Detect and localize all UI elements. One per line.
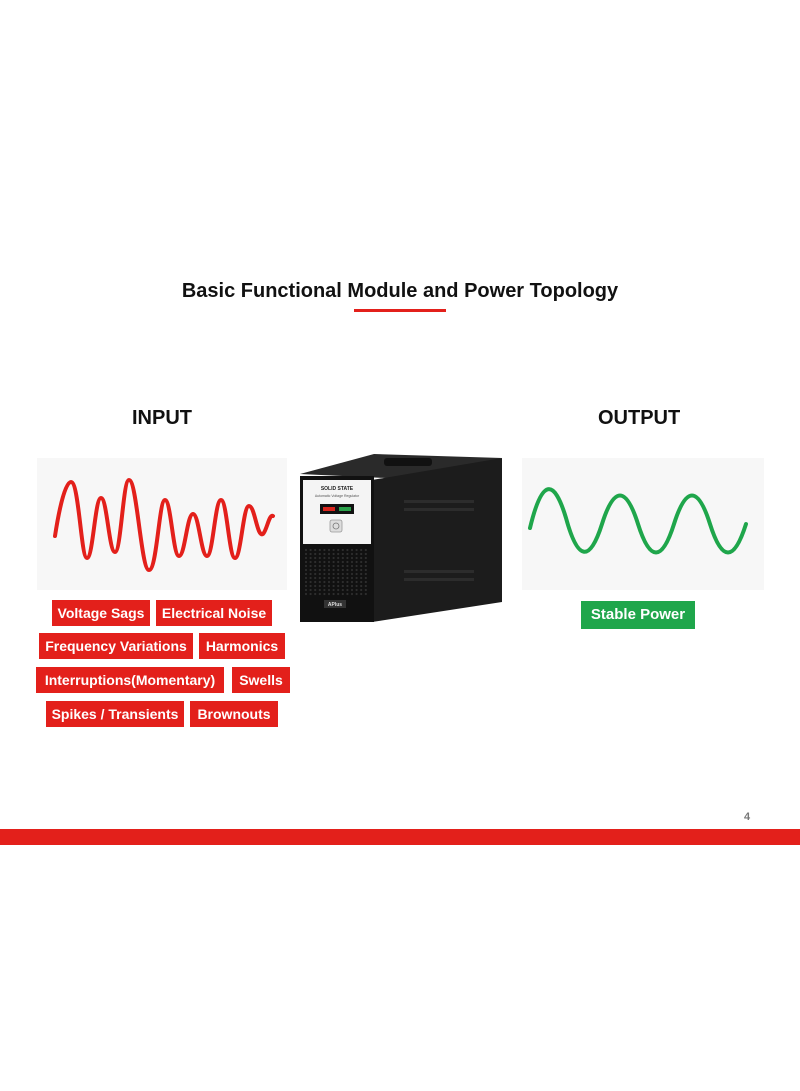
sine-wave-icon — [528, 487, 748, 555]
input-waveform-panel — [37, 458, 287, 590]
issue-tag-brownouts: Brownouts — [190, 701, 278, 727]
voltage-regulator-device: SOLID STATE Automatic Voltage Regulator … — [292, 452, 506, 624]
output-label: OUTPUT — [598, 407, 681, 429]
issue-tag-swells: Swells — [232, 667, 290, 693]
output-tag-stable-power: Stable Power — [581, 601, 695, 629]
distorted-wave-icon — [53, 477, 275, 573]
issue-tag-frequency-variations: Frequency Variations — [39, 633, 193, 659]
issue-tag-harmonics: Harmonics — [199, 633, 285, 659]
issue-tag-electrical-noise: Electrical Noise — [156, 600, 272, 626]
title-underline — [354, 309, 446, 312]
panel-subtitle: Automatic Voltage Regulator — [315, 494, 360, 498]
page-number: 4 — [744, 811, 751, 823]
issue-tag-interruptions: Interruptions(Momentary) — [36, 667, 224, 693]
page-title: Basic Functional Module and Power Topolo… — [181, 280, 619, 302]
panel-title: SOLID STATE — [321, 486, 354, 492]
brand-logo: APlus — [328, 602, 342, 608]
input-label: INPUT — [132, 407, 192, 429]
output-waveform-panel — [522, 458, 764, 590]
issue-tag-spikes-transients: Spikes / Transients — [46, 701, 184, 727]
issue-tag-voltage-sags: Voltage Sags — [52, 600, 150, 626]
footer-bar — [0, 829, 800, 845]
